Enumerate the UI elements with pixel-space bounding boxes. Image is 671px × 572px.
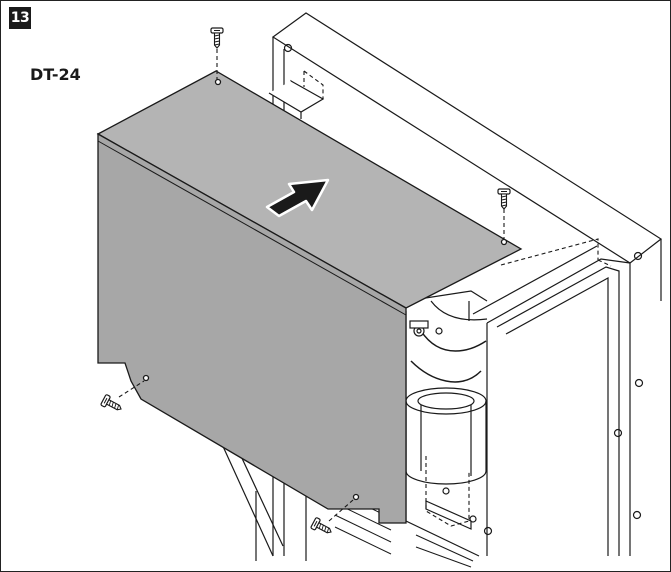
interior-components [405, 290, 488, 557]
capacitor-icon [405, 387, 487, 485]
screw-icon-top-left [210, 27, 224, 49]
screw-icon-bottom-left [99, 393, 125, 415]
direction-arrow-icon [265, 178, 330, 218]
cabinet-housing [215, 12, 663, 568]
step-number-badge: 13 [9, 7, 31, 29]
model-label: DT-24 [30, 65, 81, 84]
screw-icon-top-right [497, 188, 511, 210]
dashed-guide-icon [118, 49, 612, 527]
